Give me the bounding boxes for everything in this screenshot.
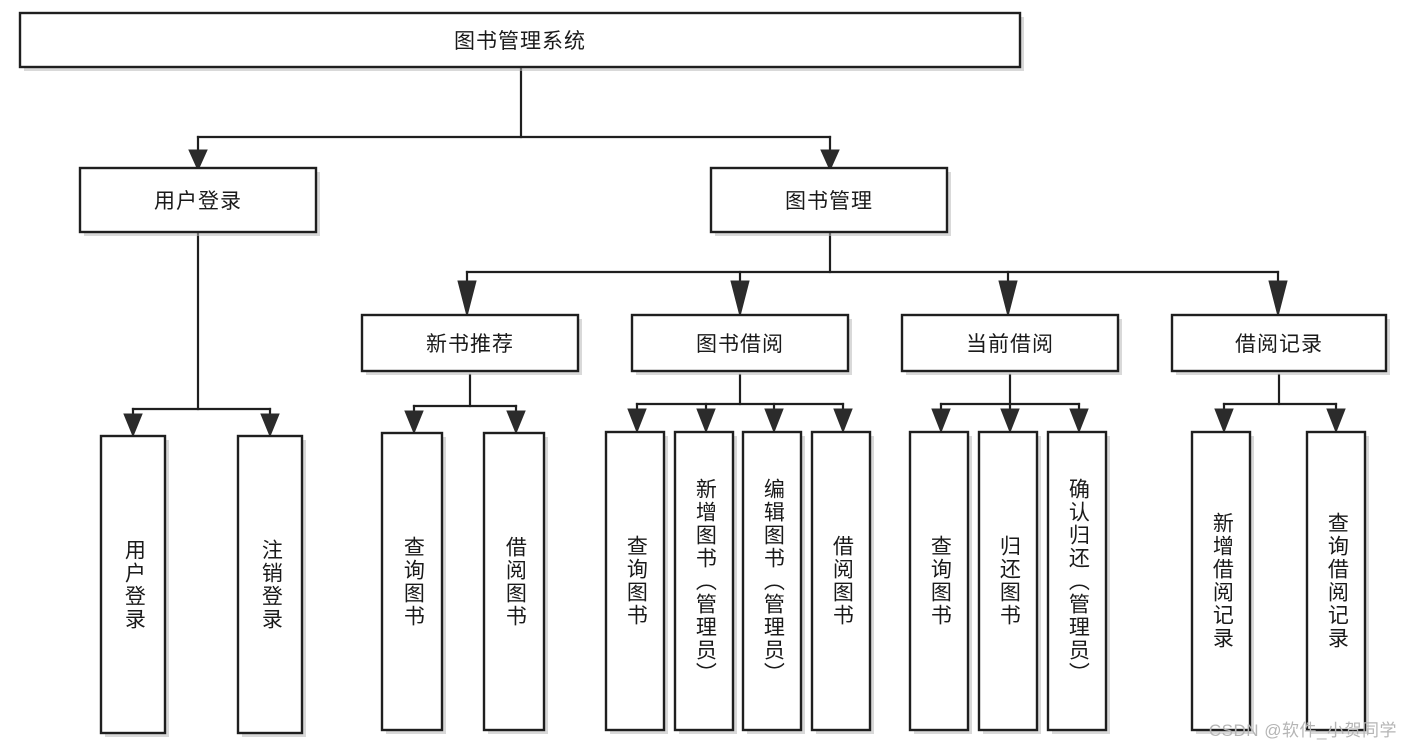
watermark-text: CSDN @软件_小贺同学 xyxy=(1208,721,1397,740)
node-box-leaf-query-record[interactable] xyxy=(1305,430,1367,732)
arrow-head-book-manage xyxy=(820,149,840,172)
arrow-head-leaf-query-book-1 xyxy=(404,410,424,435)
arrow-head-borrow-record xyxy=(1268,280,1288,317)
node-box-leaf-borrow-book-2[interactable] xyxy=(810,430,872,732)
arrow-head-leaf-borrow-book-1 xyxy=(506,410,526,435)
node-box-leaf-query-book-1[interactable] xyxy=(380,431,444,732)
node-box-leaf-add-book[interactable] xyxy=(673,430,735,732)
arrow-head-leaf-query-book-3 xyxy=(931,408,951,434)
arrow-head-leaf-add-record xyxy=(1214,408,1234,434)
node-box-leaf-return-book[interactable] xyxy=(977,430,1039,732)
arrow-head-leaf-logout xyxy=(260,413,280,438)
arrow-head-leaf-query-record xyxy=(1326,408,1346,434)
arrow-head-user-login xyxy=(188,149,208,172)
node-box-leaf-confirm-return[interactable] xyxy=(1046,430,1108,732)
node-box-leaf-borrow-book-1[interactable] xyxy=(482,431,546,732)
node-box-book-borrow[interactable] xyxy=(630,313,850,373)
arrow-head-current-borrow xyxy=(998,280,1018,317)
node-layer xyxy=(18,11,1390,737)
arrow-head-leaf-confirm-return xyxy=(1069,408,1089,434)
node-box-borrow-record[interactable] xyxy=(1170,313,1388,373)
node-box-root[interactable] xyxy=(18,11,1022,69)
arrow-head-leaf-edit-book xyxy=(764,408,784,434)
arrow-head-leaf-query-book-2 xyxy=(627,408,647,434)
arrow-head-leaf-return-book xyxy=(1000,408,1020,434)
arrow-head-new-book-recommend xyxy=(457,280,477,317)
node-box-new-book-recommend[interactable] xyxy=(360,313,580,373)
node-box-leaf-edit-book[interactable] xyxy=(741,430,803,732)
arrow-head-leaf-borrow-book-2 xyxy=(833,408,853,434)
connector-layer xyxy=(123,66,1346,438)
arrow-head-book-borrow xyxy=(730,280,750,317)
node-box-leaf-query-book-3[interactable] xyxy=(908,430,970,732)
node-box-current-borrow[interactable] xyxy=(900,313,1120,373)
node-box-user-login[interactable] xyxy=(78,166,318,234)
arrow-head-leaf-add-book xyxy=(696,408,716,434)
node-box-leaf-add-record[interactable] xyxy=(1190,430,1252,732)
node-box-book-manage[interactable] xyxy=(709,166,949,234)
node-box-leaf-user-login[interactable] xyxy=(99,434,167,735)
arrow-head-leaf-user-login xyxy=(123,413,143,438)
node-box-leaf-query-book-2[interactable] xyxy=(604,430,666,732)
node-box-leaf-logout[interactable] xyxy=(236,434,304,735)
